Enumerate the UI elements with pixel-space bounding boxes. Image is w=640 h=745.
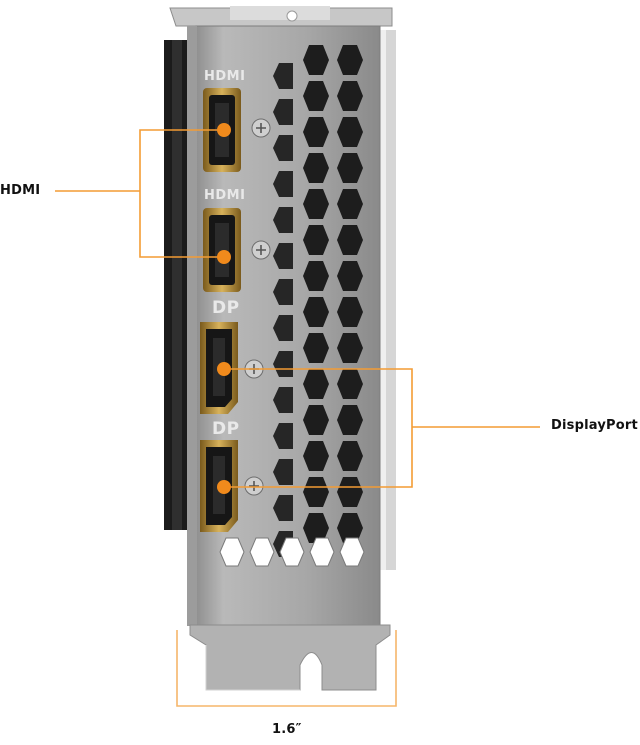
hdmi-callout-label: HDMI <box>0 183 41 198</box>
vent-hole-9 <box>303 333 329 363</box>
vent-hole-1 <box>303 45 329 75</box>
vent-hole-38 <box>273 387 293 413</box>
vent-hole-27 <box>337 477 363 507</box>
vent-hole-8 <box>303 297 329 327</box>
width-dimension-bracket <box>176 630 397 707</box>
vent-hole-41 <box>273 495 293 521</box>
vent-hole-43 <box>219 537 245 567</box>
vent-hole-23 <box>337 333 363 363</box>
vent-hole-12 <box>303 441 329 471</box>
vent-hole-5 <box>303 189 329 219</box>
vent-hole-33 <box>273 207 293 233</box>
vent-hole-15 <box>337 45 363 75</box>
vent-hole-29 <box>273 63 293 89</box>
bracket-label-dp-1: DP <box>212 298 240 318</box>
vent-hole-3 <box>303 117 329 147</box>
hdmi-port-2 <box>203 208 241 292</box>
vent-hole-25 <box>337 405 363 435</box>
vent-hole-7 <box>303 261 329 291</box>
vent-hole-14 <box>303 513 329 543</box>
vent-hole-2 <box>303 81 329 111</box>
vent-hole-47 <box>339 537 365 567</box>
width-dimension-label: 1.6″ <box>272 722 302 737</box>
screw-icon <box>251 118 271 138</box>
screw-icon <box>244 476 264 496</box>
bracket-label-dp-2: DP <box>212 419 240 439</box>
screw-icon <box>251 240 271 260</box>
hdmi-callout-lines <box>55 129 224 258</box>
vent-hole-28 <box>337 513 363 543</box>
vent-hole-18 <box>337 153 363 183</box>
vent-hole-32 <box>273 171 293 197</box>
callout-dot-dp-1 <box>217 362 231 376</box>
callout-dot-hdmi-2 <box>217 250 231 264</box>
vent-hole-22 <box>337 297 363 327</box>
vent-hole-19 <box>337 189 363 219</box>
vent-hole-6 <box>303 225 329 255</box>
bracket-tongue <box>189 624 391 691</box>
callout-dot-dp-2 <box>217 480 231 494</box>
vent-hole-24 <box>337 369 363 399</box>
vent-hole-44 <box>249 537 275 567</box>
bracket-label-hdmi-1: HDMI <box>204 69 245 84</box>
vent-hole-4 <box>303 153 329 183</box>
vent-hole-11 <box>303 405 329 435</box>
vent-hole-40 <box>273 459 293 485</box>
vent-hole-26 <box>337 441 363 471</box>
vent-hole-36 <box>273 315 293 341</box>
bracket-top-tab <box>169 6 393 27</box>
displayport-callout-lines <box>224 368 540 488</box>
vent-hole-35 <box>273 279 293 305</box>
vent-hole-31 <box>273 135 293 161</box>
vent-hole-30 <box>273 99 293 125</box>
vent-hole-45 <box>279 537 305 567</box>
vent-hole-34 <box>273 243 293 269</box>
vent-hole-20 <box>337 225 363 255</box>
vent-hole-13 <box>303 477 329 507</box>
displayport-callout-label: DisplayPort <box>551 418 638 433</box>
callout-dot-hdmi-1 <box>217 123 231 137</box>
vent-hole-10 <box>303 369 329 399</box>
ventilation-holes <box>219 45 365 567</box>
vent-hole-37 <box>273 351 293 377</box>
vent-hole-16 <box>337 81 363 111</box>
vent-hole-39 <box>273 423 293 449</box>
vent-hole-21 <box>337 261 363 291</box>
vent-hole-46 <box>309 537 335 567</box>
bracket-label-hdmi-2: HDMI <box>204 188 245 203</box>
vent-hole-17 <box>337 117 363 147</box>
